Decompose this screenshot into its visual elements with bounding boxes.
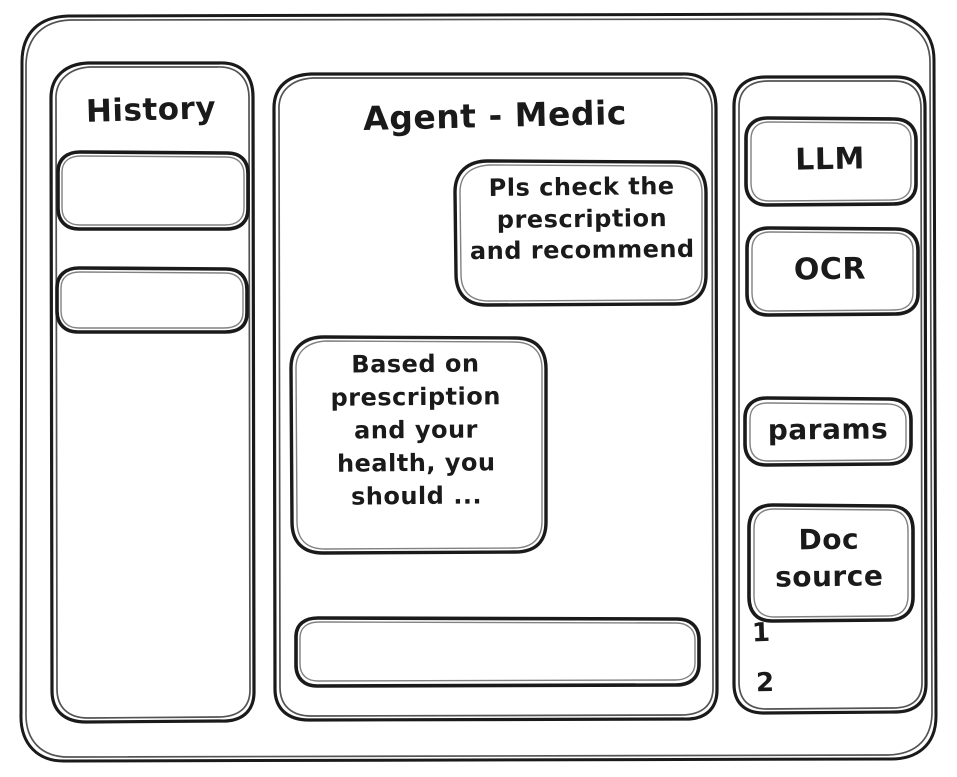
assistant-message-bubble <box>289 335 548 555</box>
history-item-1[interactable] <box>56 150 250 231</box>
params-button-label: params <box>767 412 889 447</box>
tools-panel <box>732 75 928 715</box>
user-message-bubble <box>453 159 708 307</box>
message-input[interactable] <box>294 616 701 688</box>
doc-source-item-1[interactable]: 1 <box>751 617 772 649</box>
history-panel <box>49 61 256 724</box>
doc-source-item-2[interactable]: 2 <box>755 667 775 699</box>
llm-button[interactable] <box>744 116 918 207</box>
user-message-text: Pls check the prescription and recommend <box>469 172 695 266</box>
history-item-2[interactable] <box>55 266 249 334</box>
ocr-button[interactable] <box>745 226 920 317</box>
llm-button-label: LLM <box>794 141 866 178</box>
page-title: Agent - Medic <box>362 93 628 138</box>
doc-source-button-label: Doc source <box>774 522 884 594</box>
app-window-frame <box>19 12 938 763</box>
assistant-message-text: Based on prescription and your health, y… <box>330 349 501 512</box>
history-panel-title: History <box>85 90 217 130</box>
ocr-button-label: OCR <box>793 251 867 288</box>
doc-source-button[interactable] <box>747 503 915 623</box>
params-button[interactable] <box>743 396 913 467</box>
agent-panel <box>272 72 719 722</box>
